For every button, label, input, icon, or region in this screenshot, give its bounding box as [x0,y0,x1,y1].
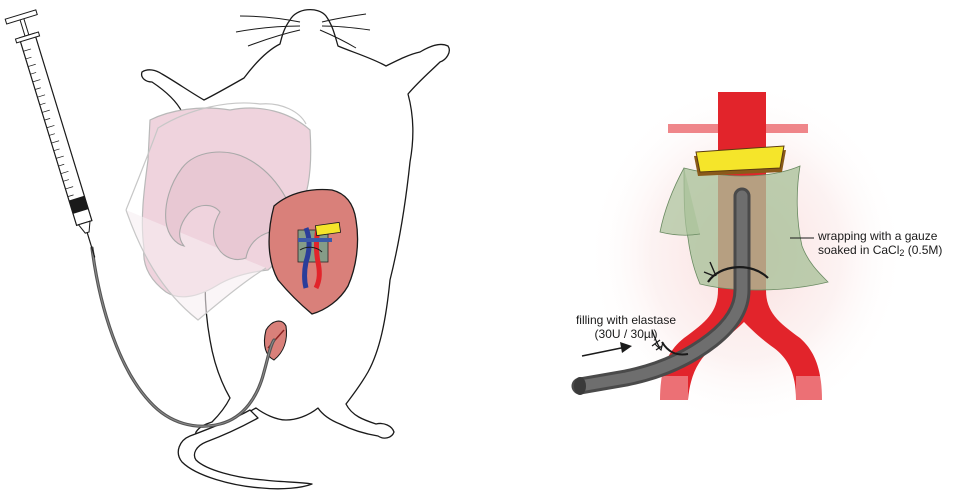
gauze-label-line2: soaked in CaCl2 (0.5M) [818,243,942,260]
syringe-icon [5,10,110,262]
gauze-label-text: soaked in CaCl [818,243,899,257]
elastase-label: filling with elastase (30U / 30µl) [566,313,686,341]
gauze-label-concentration: (0.5M) [904,243,942,257]
gauze-label: wrapping with a gauze soaked in CaCl2 (0… [818,229,942,260]
elastase-label-line2: (30U / 30µl) [566,327,686,341]
renal-artery-left [668,124,718,133]
elastase-label-line1: filling with elastase [566,313,686,327]
gauze-label-line1: wrapping with a gauze [818,229,942,243]
renal-artery-right [766,124,808,133]
